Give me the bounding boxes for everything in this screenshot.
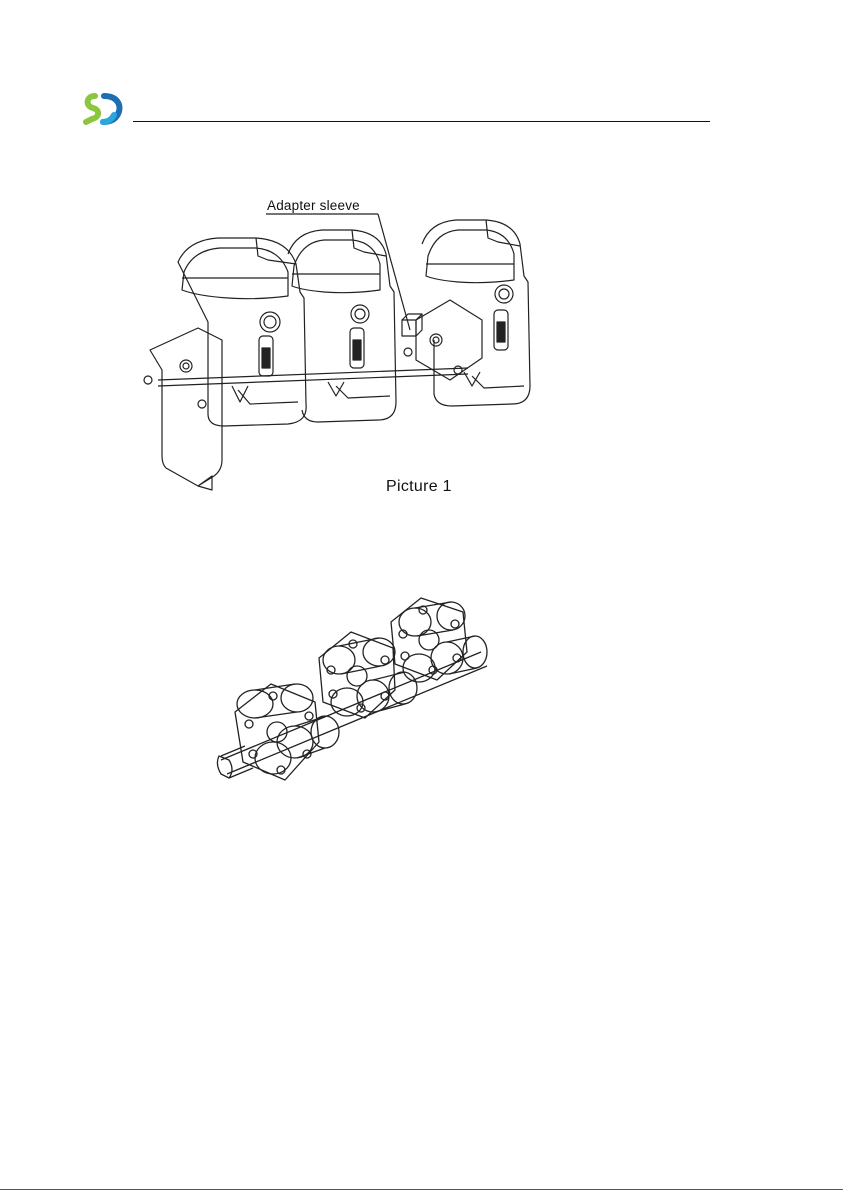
roller-shaft-assembly-drawing (215, 592, 497, 792)
header-rule (133, 121, 710, 122)
page-bottom-rule (0, 1189, 843, 1190)
figure-caption: Picture 1 (386, 478, 452, 496)
pump-heads-drawing (138, 190, 558, 502)
company-logo-icon (82, 93, 124, 125)
adapter-sleeve-callout: Adapter sleeve (267, 198, 360, 213)
